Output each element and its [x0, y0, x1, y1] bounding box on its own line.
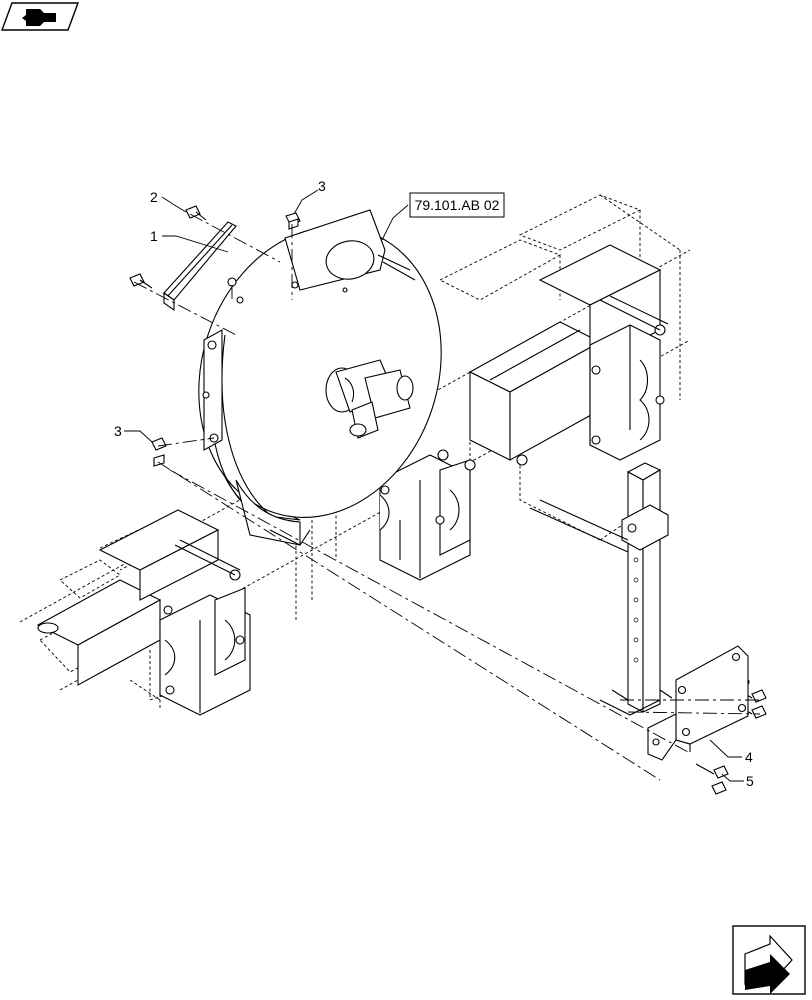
part-4-mounting-plate [647, 645, 749, 761]
callout-3-top: 3 [318, 178, 326, 194]
callout-2: 2 [150, 189, 158, 205]
reference-box[interactable]: 79.101.AB 02 [409, 192, 505, 218]
callout-4: 4 [745, 749, 753, 765]
nut-part-3-top [285, 212, 301, 230]
callout-5: 5 [746, 773, 754, 789]
callout-3-left: 3 [114, 423, 122, 439]
frame-tube-left [36, 509, 220, 686]
reference-label: 79.101.AB 02 [415, 197, 500, 213]
frame-clamp-center [379, 449, 476, 581]
vertical-support-post [516, 454, 673, 716]
bolt-part-2 [185, 205, 207, 221]
frame-clamp-right [589, 295, 669, 461]
callout-labels: 1 2 3 3 4 5 [114, 178, 754, 789]
bolt-left [129, 273, 153, 289]
callout-leaders [124, 189, 744, 782]
projection-lines [133, 213, 761, 781]
nut-part-3-left [151, 437, 167, 467]
disc-housing [198, 209, 442, 546]
book-with-arrow-icon[interactable] [0, 2, 80, 31]
next-page-arrow-icon[interactable] [732, 925, 806, 995]
callout-1: 1 [150, 228, 158, 244]
frame-clamp-left [159, 539, 251, 716]
